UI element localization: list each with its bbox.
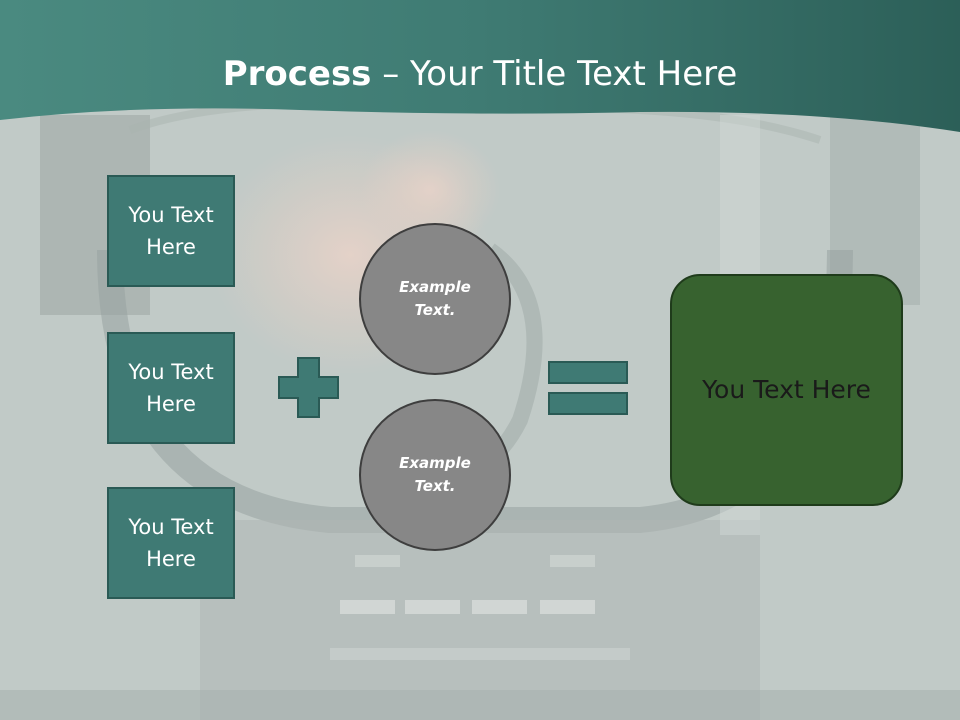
title-rest: – Your Title Text Here	[371, 54, 738, 94]
input-box-2-label: You Text Here	[128, 360, 214, 416]
input-box-2[interactable]: You Text Here	[107, 332, 235, 444]
input-box-1[interactable]: You Text Here	[107, 175, 235, 287]
input-box-1-label: You Text Here	[128, 203, 214, 259]
result-box[interactable]: You Text Here	[670, 274, 903, 506]
title-bold: Process	[222, 54, 372, 94]
example-circle-1-label: Example Text.	[399, 278, 471, 319]
input-box-3-label: You Text Here	[128, 515, 214, 571]
example-circle-1[interactable]: Example Text.	[359, 223, 511, 375]
input-box-3[interactable]: You Text Here	[107, 487, 235, 599]
result-box-label: You Text Here	[702, 375, 871, 404]
plus-icon	[278, 357, 339, 418]
example-circle-2-label: Example Text.	[399, 454, 471, 495]
slide-title: Process – Your Title Text Here	[0, 52, 960, 96]
equals-icon	[548, 361, 628, 415]
example-circle-2[interactable]: Example Text.	[359, 399, 511, 551]
